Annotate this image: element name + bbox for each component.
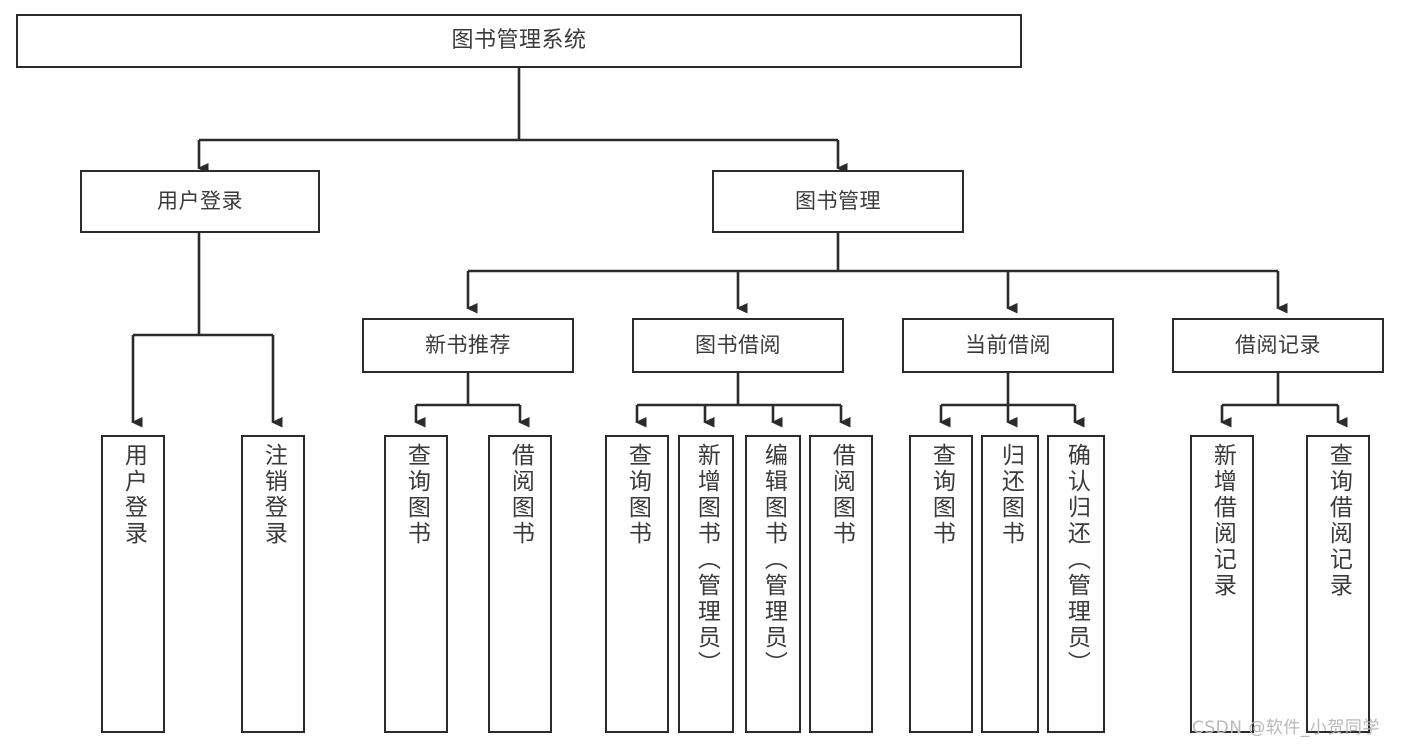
node-new-book-recommend[interactable]: 新书推荐 [362,318,574,373]
leaf-search-book-recommend[interactable]: 查询图书 [384,435,448,733]
leaf-user-login[interactable]: 用户登录 [101,435,165,733]
node-book-management[interactable]: 图书管理 [712,170,964,233]
leaf-borrow-book[interactable]: 借阅图书 [809,435,873,733]
node-label: 借阅图书 [507,443,534,547]
leaf-return-book[interactable]: 归还图书 [981,435,1039,733]
node-label: 查询图书 [403,443,430,547]
leaf-borrow-book-recommend[interactable]: 借阅图书 [488,435,552,733]
leaf-edit-book-admin[interactable]: 编辑图书（管理员） [745,435,801,733]
csdn-watermark: CSDN @软件_小贺同学 [1192,718,1380,738]
leaf-search-book-borrow[interactable]: 查询图书 [605,435,669,733]
node-label: 用户登录 [157,189,243,214]
node-label: 新增图书（管理员） [693,443,720,677]
node-user-login[interactable]: 用户登录 [80,170,320,233]
node-label: 编辑图书（管理员） [760,443,787,677]
node-label: 借阅图书 [828,443,855,547]
node-label: 当前借阅 [965,333,1051,358]
node-label: 注销登录 [260,443,287,547]
node-label: 图书管理系统 [451,28,587,54]
leaf-search-borrow-record[interactable]: 查询借阅记录 [1306,435,1370,733]
node-label: 查询借阅记录 [1325,443,1352,599]
node-root-book-management-system[interactable]: 图书管理系统 [16,14,1022,68]
leaf-add-book-admin[interactable]: 新增图书（管理员） [678,435,734,733]
leaf-add-borrow-record[interactable]: 新增借阅记录 [1190,435,1254,733]
node-book-borrow[interactable]: 图书借阅 [632,318,844,373]
node-label: 新书推荐 [425,333,511,358]
node-label: 用户登录 [120,443,147,547]
node-borrow-record[interactable]: 借阅记录 [1172,318,1384,373]
node-label: 新增借阅记录 [1209,443,1236,599]
node-label: 查询图书 [624,443,651,547]
node-current-borrow[interactable]: 当前借阅 [902,318,1114,373]
leaf-confirm-return-admin[interactable]: 确认归还（管理员） [1047,435,1105,733]
node-label: 图书管理 [795,189,881,214]
leaf-search-book-current[interactable]: 查询图书 [909,435,973,733]
leaf-user-logout[interactable]: 注销登录 [241,435,305,733]
node-label: 归还图书 [997,443,1024,547]
node-label: 借阅记录 [1235,333,1321,358]
node-label: 图书借阅 [695,333,781,358]
node-label: 确认归还（管理员） [1063,443,1090,677]
node-label: 查询图书 [928,443,955,547]
